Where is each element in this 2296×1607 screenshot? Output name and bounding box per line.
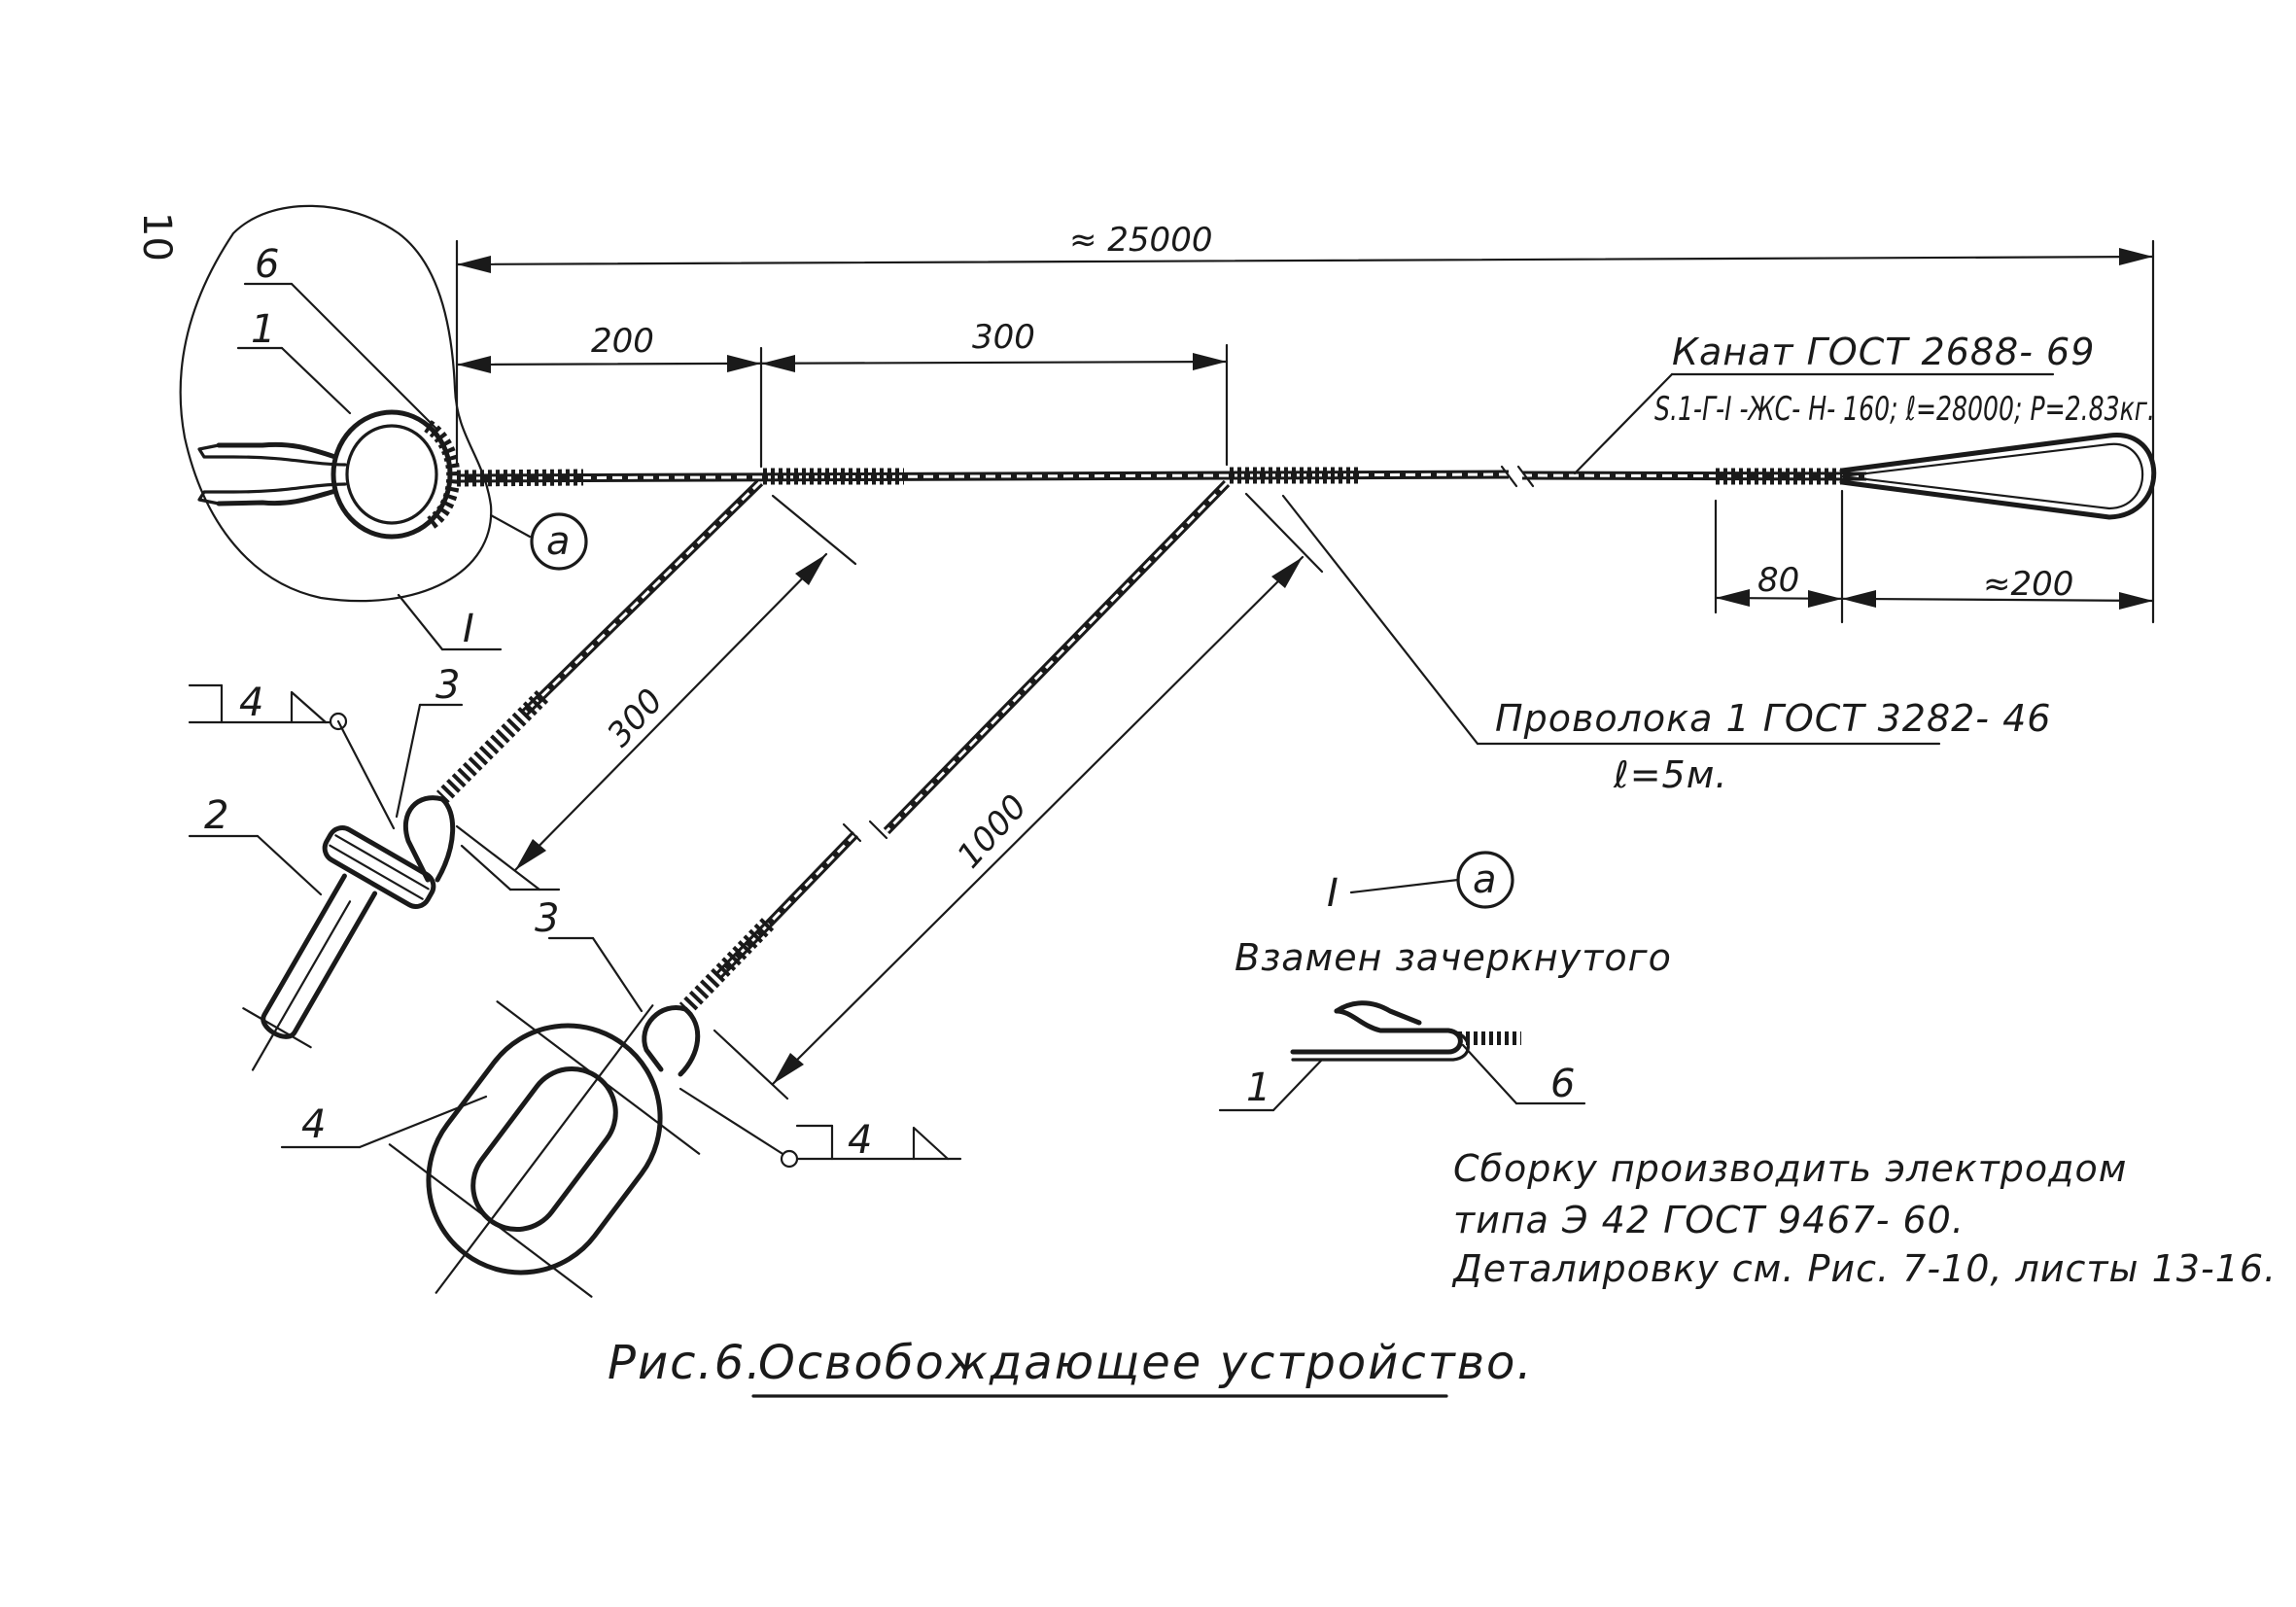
- detail-ref-I: I: [397, 593, 503, 651]
- dim-300-diag-label: 300: [600, 681, 671, 754]
- cable-note-line1: Канат ГОСТ 2688- 69: [1672, 331, 2095, 373]
- dim-200-loop-label: ≈200: [1983, 565, 2073, 604]
- branch-cable-2: [388, 479, 1231, 1298]
- cable-note: Канат ГОСТ 2688- 69 S.1-Г-I -ЖС- Н- 160;…: [1573, 331, 2155, 475]
- dim-80-label: 80: [1757, 561, 1799, 600]
- weld-symbol-2-label: 4: [848, 1118, 872, 1163]
- assembly-line3: Деталировку см. Рис. 7-10, листы 13-16.: [1451, 1247, 2277, 1290]
- callout-2-label: 2: [204, 793, 228, 838]
- assembly-line2: типа Э 42 ГОСТ 9467- 60.: [1453, 1199, 1965, 1241]
- callout-3a: 3: [395, 663, 464, 819]
- cable-note-line2: S.1-Г-I -ЖС- Н- 160; ℓ=28000; Р=2.83кг.: [1654, 390, 2155, 429]
- page-number: 10: [134, 212, 179, 262]
- dim-200-label: 200: [591, 322, 654, 361]
- figure-caption: Рис.6. Освобождающее устройство.: [608, 1336, 1534, 1398]
- inset-1-label: 1: [1246, 1066, 1270, 1110]
- cable-end-loop: [1839, 433, 2157, 520]
- dim-300-diagonal: 300: [455, 494, 857, 891]
- detail-boundary: [179, 204, 493, 603]
- clamp-1: [197, 409, 461, 540]
- dim-300-label: 300: [972, 318, 1035, 357]
- callout-4-ring-label: 4: [301, 1102, 326, 1147]
- main-cable: [456, 465, 1867, 488]
- weld-symbol-1: 4: [188, 681, 396, 830]
- dim-1000-label: 1000: [950, 787, 1035, 876]
- detail-ref-I-label: I: [463, 607, 474, 651]
- wire-note: Проволока 1 ГОСТ 3282- 46 ℓ=5м.: [1281, 494, 2051, 796]
- dim-overall-label: ≈ 25000: [1069, 221, 1212, 260]
- weld-symbol-1-label: 4: [239, 681, 263, 725]
- detail-marker-a-label: а: [546, 519, 571, 564]
- ring-body-4: [388, 1000, 701, 1298]
- detail-marker-a: а: [489, 512, 588, 571]
- branch-cable-1: [242, 478, 764, 1071]
- dim-200-300: 200 300: [455, 318, 1229, 469]
- callout-6-label: 6: [255, 242, 279, 287]
- callout-3a-label: 3: [435, 663, 460, 708]
- wire-note-line2: ℓ=5м.: [1613, 753, 1727, 796]
- dim-loop: 80 ≈200: [1714, 489, 2155, 624]
- callout-1-label: 1: [251, 307, 275, 352]
- callout-3b-label: 3: [535, 896, 559, 941]
- coil-winding: [456, 469, 584, 487]
- dim-1000-diagonal: 1000: [713, 492, 1324, 1100]
- inset-detail: I а Взамен зачеркнутого 1 6: [1218, 851, 1672, 1112]
- inset-6-label: 6: [1550, 1062, 1575, 1106]
- caption-prefix: Рис.6.: [608, 1336, 763, 1390]
- replace-note: Взамен зачеркнутого: [1235, 936, 1672, 979]
- inset-I-label: I: [1327, 871, 1339, 916]
- assembly-line1: Сборку производить электродом: [1453, 1147, 2127, 1190]
- assembly-notes: Сборку производить электродом типа Э 42 …: [1451, 1147, 2277, 1290]
- inset-circle-label: а: [1473, 857, 1497, 902]
- wire-note-line1: Проволока 1 ГОСТ 3282- 46: [1495, 697, 2051, 740]
- callout-4-ring: 4: [280, 1095, 488, 1149]
- callout-6: 6: [243, 242, 437, 430]
- callout-3b: 3: [460, 844, 644, 1013]
- weld-symbol-2: 4: [678, 1087, 962, 1169]
- callout-2: 2: [188, 793, 323, 896]
- callout-1: 1: [236, 307, 352, 415]
- dim-overall: ≈ 25000: [455, 221, 2155, 624]
- rod-2: [242, 873, 378, 1071]
- caption-title: Освобождающее устройство.: [758, 1336, 1534, 1390]
